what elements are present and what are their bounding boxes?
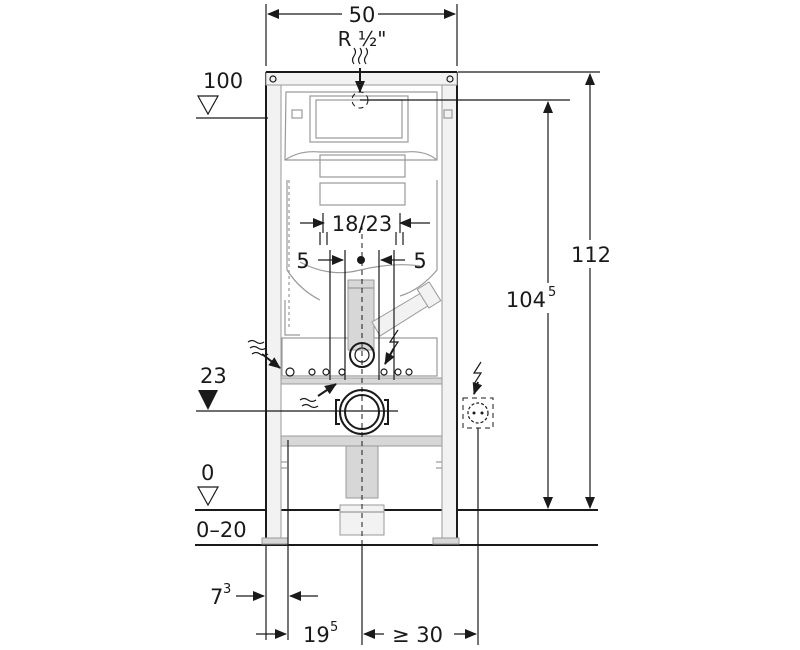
level-23-label: 23 <box>200 364 227 388</box>
wavy-water-icon-drain <box>299 383 337 409</box>
bottom-dimension-lines <box>236 440 477 645</box>
height-dimension-lines <box>458 71 616 509</box>
floor-range-label: 0–20 <box>196 518 247 542</box>
bracket-spacing-dimension <box>300 213 430 233</box>
foot-offset-label: 7 <box>210 585 223 609</box>
floor-level-marker <box>196 486 220 507</box>
height-104-label: 104 <box>506 288 546 312</box>
wavy-water-icon-left <box>247 339 281 369</box>
foot-offset-sup: 3 <box>223 582 231 597</box>
bracket-spacing-label: 18/23 <box>332 212 393 236</box>
drain-offset-label: 19 <box>303 623 330 647</box>
lightning-icon <box>384 329 400 365</box>
water-supply-top <box>351 91 570 109</box>
socket-distance-label: ≥ 30 <box>392 623 443 647</box>
connection-thread-label: R ½" <box>338 27 387 51</box>
flush-pipe <box>347 256 442 351</box>
width-label: 50 <box>349 3 376 27</box>
width-dimension <box>265 4 458 66</box>
cistern <box>281 91 453 377</box>
drain-offset-sup: 5 <box>330 620 338 635</box>
offset-right-label: 5 <box>413 249 426 273</box>
height-104-sup: 5 <box>548 285 556 300</box>
level-0-label: 0 <box>201 461 214 485</box>
triangle-level-icon <box>196 95 268 119</box>
drain-level-marker <box>196 390 398 412</box>
height-112-label: 112 <box>571 243 611 267</box>
wavy-water-icon <box>351 47 369 93</box>
bracket-markers <box>319 232 404 380</box>
level-100-label: 100 <box>203 69 243 93</box>
electrical-socket-icon <box>462 361 494 645</box>
floor-lines <box>195 509 598 546</box>
offset-left-label: 5 <box>296 249 309 273</box>
